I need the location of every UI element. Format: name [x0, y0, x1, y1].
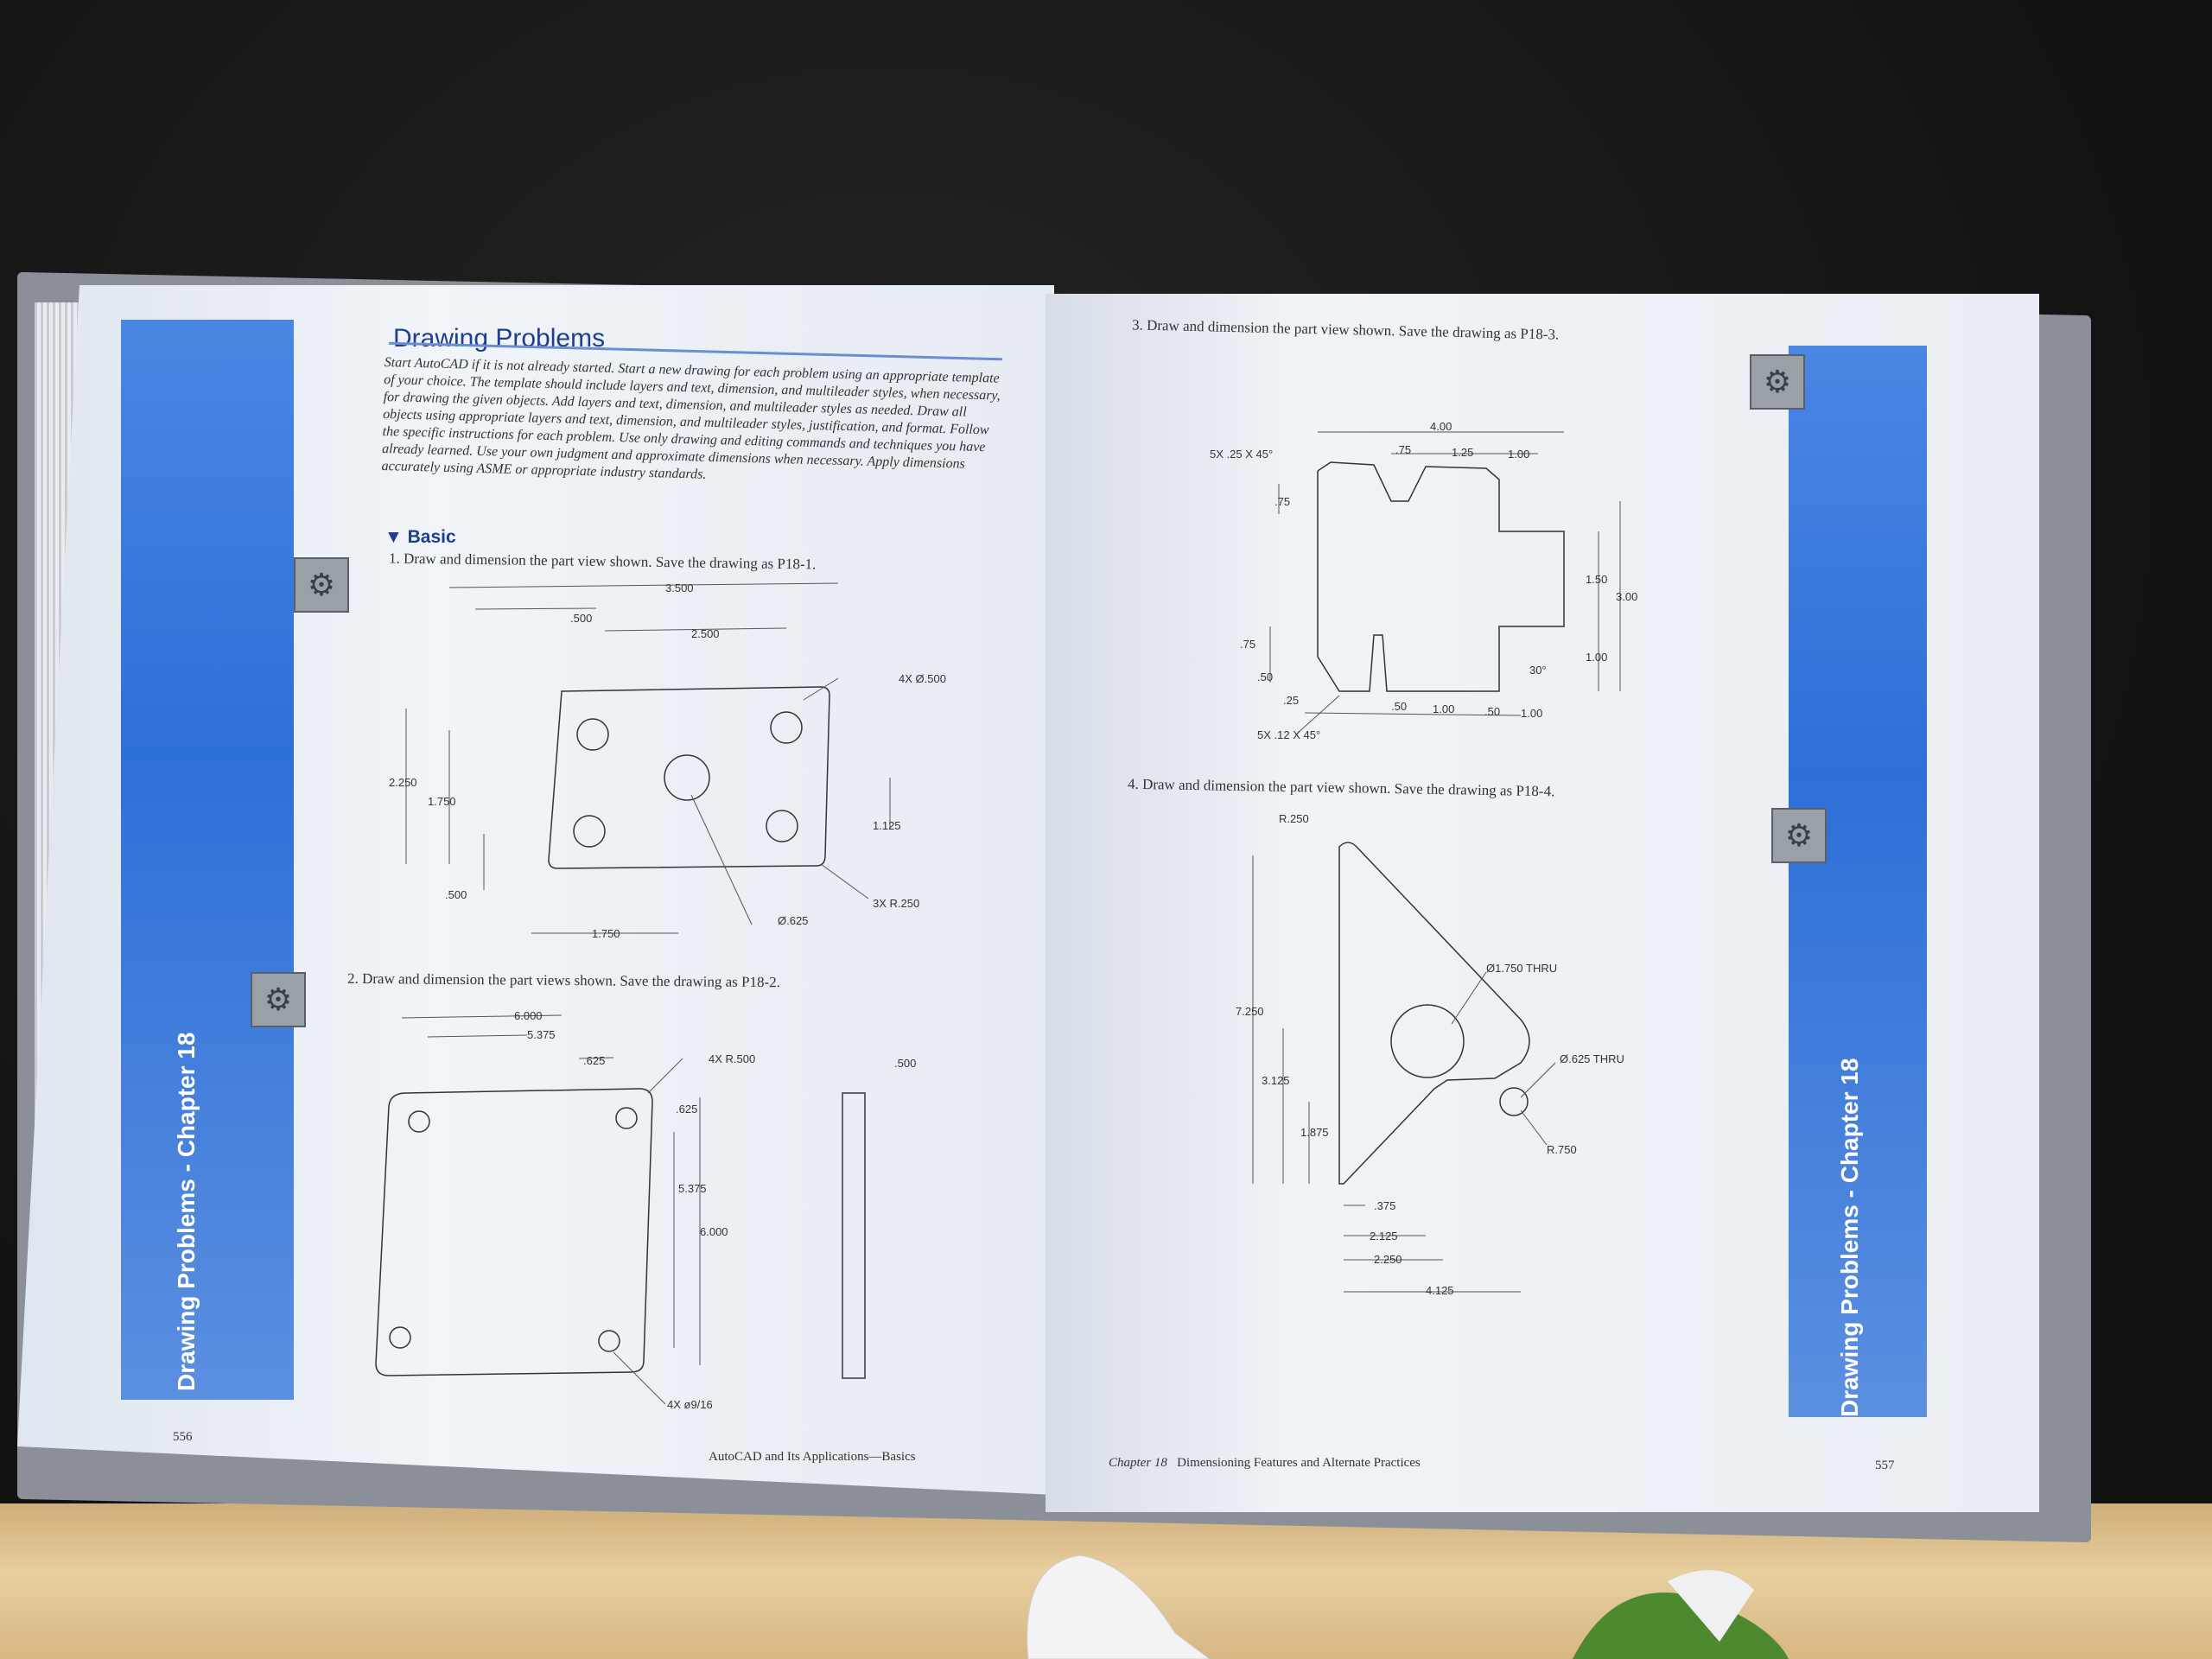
dim-label: 30°: [1529, 664, 1547, 677]
dim-label: 3.125: [1262, 1074, 1290, 1087]
side-view: [842, 1092, 866, 1379]
intro-paragraph: Start AutoCAD if it is not already start…: [381, 354, 1001, 482]
left-page-number: 556: [173, 1430, 193, 1444]
hole: [408, 1110, 430, 1133]
part-outline: [1317, 461, 1565, 692]
dim-label: 4X R.500: [709, 1052, 755, 1065]
dim-label: 4X ø9/16: [667, 1398, 713, 1411]
dim-label: 1.25: [1452, 446, 1473, 459]
hole: [766, 810, 798, 842]
running-foot-chapter: Chapter 18: [1109, 1456, 1167, 1470]
dim-label: 5X .12 X 45°: [1257, 728, 1320, 741]
dim-label: 3.500: [665, 582, 694, 594]
dim-label: 1.50: [1586, 573, 1607, 586]
plate-outline: [548, 686, 830, 869]
dim-label: 1.00: [1508, 448, 1529, 461]
gear-icon: ⚙: [1750, 354, 1805, 410]
dim-label: 2.250: [1374, 1253, 1402, 1266]
dim-label: .75: [1240, 638, 1255, 651]
dim-label: .50: [1484, 705, 1500, 718]
gear-icon: ⚙: [294, 557, 349, 613]
dim-label: 2.250: [389, 776, 417, 789]
problem-2-drawing: 6.000 5.375 .625 4X R.500 .500 .625 5.37…: [375, 1009, 916, 1411]
dim-label: Ø.625 THRU: [1560, 1052, 1624, 1065]
dim-label: 3X R.250: [873, 897, 919, 910]
dim-label: .25: [1283, 694, 1299, 707]
dim-label: 5X .25 X 45°: [1210, 448, 1273, 461]
dim-label: 1.00: [1521, 707, 1542, 720]
left-side-label: Drawing Problems - Chapter 18: [173, 1032, 200, 1391]
dim-label: .75: [1274, 495, 1290, 508]
hole: [598, 1330, 620, 1352]
dim-label: 1.875: [1300, 1126, 1329, 1139]
right-side-label: Drawing Problems - Chapter 18: [1836, 1058, 1863, 1417]
dim-label: 1.750: [428, 795, 456, 808]
dim-label: 5.375: [678, 1182, 707, 1195]
dim-label: 6.000: [514, 1009, 543, 1022]
dim-label: 1.00: [1433, 702, 1454, 715]
hole: [389, 1326, 411, 1349]
dim-label: 4X Ø.500: [899, 672, 946, 685]
right-running-foot: Chapter 18 Dimensioning Features and Alt…: [1109, 1456, 1421, 1471]
dim-label: .500: [570, 612, 592, 625]
dim-label: .625: [676, 1103, 697, 1116]
right-page-number: 557: [1875, 1459, 1895, 1472]
dim-label: 2.125: [1370, 1230, 1398, 1243]
dim-label: 1.750: [592, 927, 620, 940]
hole: [573, 815, 606, 848]
part-outline: [1338, 842, 1530, 1185]
dim-label: .625: [583, 1054, 605, 1067]
dim-label: 2.500: [691, 627, 720, 640]
dim-label: 6.000: [700, 1225, 728, 1238]
plate-outline: [375, 1088, 653, 1376]
section-label: Basic: [407, 527, 456, 547]
dim-label: 5.375: [527, 1028, 556, 1041]
dim-label: .50: [1391, 700, 1407, 713]
dim-label: 3.00: [1616, 590, 1637, 603]
hole: [615, 1107, 638, 1129]
dim-label: .75: [1395, 443, 1411, 456]
dim-label: .500: [445, 888, 467, 901]
left-side-band: Drawing Problems - Chapter 18: [121, 320, 294, 1400]
section-heading: ▼ Basic: [385, 527, 456, 547]
dim-label: R.750: [1547, 1143, 1577, 1156]
large-hole: [1390, 1004, 1465, 1078]
dim-label: 4.00: [1430, 420, 1452, 433]
gear-icon: ⚙: [251, 972, 306, 1027]
small-hole: [1499, 1087, 1529, 1116]
problem-3-drawing: 4.00 .75 1.25 1.00 5X .25 X 45° .75 1.50…: [1210, 420, 1637, 741]
running-foot-title: Dimensioning Features and Alternate Prac…: [1177, 1456, 1421, 1470]
dim-label: Ø.625: [778, 914, 808, 927]
dim-label: 1.125: [873, 819, 901, 832]
dim-label: Ø1.750 THRU: [1486, 962, 1557, 975]
problem-4-drawing: R.250 Ø1.750 THRU 7.250 Ø.625 THRU 3.125…: [1236, 812, 1624, 1297]
gear-icon: ⚙: [1771, 808, 1827, 863]
dim-label: .50: [1257, 671, 1273, 683]
hole: [576, 718, 609, 751]
dim-label: 1.00: [1586, 651, 1607, 664]
right-side-band: Drawing Problems - Chapter 18: [1789, 346, 1927, 1417]
dim-label: .375: [1374, 1199, 1395, 1212]
left-running-foot: AutoCAD and Its Applications—Basics: [709, 1450, 916, 1464]
hole: [770, 711, 803, 744]
dim-label: 4.125: [1426, 1284, 1454, 1297]
feet-in-foreground: [1027, 1554, 1789, 1659]
dim-label: R.250: [1279, 812, 1309, 825]
center-hole: [664, 754, 710, 801]
dim-label: 7.250: [1236, 1005, 1264, 1018]
problem-1-drawing: 3.500 .500 2.500 4X Ø.500 2.250 1.750 1.…: [389, 582, 946, 940]
dim-label: .500: [894, 1057, 916, 1070]
